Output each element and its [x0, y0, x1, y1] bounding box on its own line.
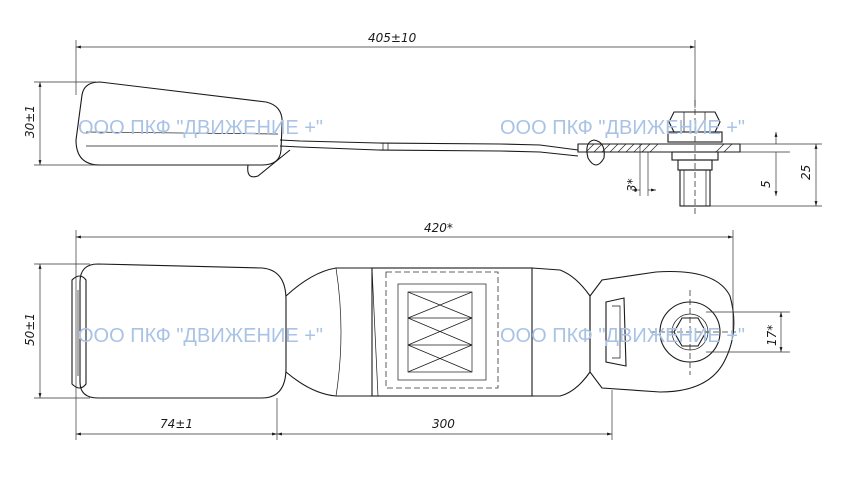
dim-overall-length: 405±10 [368, 31, 417, 45]
buckle-housing [79, 263, 287, 399]
dim-total-length: 420* [424, 221, 453, 235]
side-bolt [667, 100, 723, 215]
dim-bolt: 5 [759, 180, 773, 188]
watermark: ООО ПКФ "ДВИЖЕНИЕ +" [500, 117, 745, 139]
plate-hatching [585, 143, 733, 153]
side-view [75, 81, 741, 215]
side-strap [279, 139, 579, 151]
side-dimensions [34, 40, 822, 207]
watermark: ООО ПКФ "ДВИЖЕНИЕ +" [500, 325, 745, 347]
dim-bolt-height: 25 [799, 165, 813, 180]
strap [371, 267, 533, 397]
top-dimensions [34, 230, 790, 440]
anchor-plate [589, 270, 735, 393]
dim-buckle-height: 30±1 [23, 105, 37, 138]
top-view [71, 263, 736, 399]
stitch-pattern [407, 291, 473, 373]
dim-buckle-length: 74±1 [160, 417, 193, 431]
watermark: ООО ПКФ "ДВИЖЕНИЕ +" [78, 325, 323, 347]
dim-buckle-width: 50±1 [23, 313, 37, 346]
dim-plate-thickness: 3* [625, 178, 639, 192]
bolt-head [650, 290, 736, 375]
dim-strap-length: 300 [432, 417, 455, 431]
buckle-slot [71, 275, 87, 389]
dim-hole: 17* [765, 325, 779, 346]
watermark: ООО ПКФ "ДВИЖЕНИЕ +" [78, 117, 323, 139]
side-buckle-body [75, 81, 283, 166]
